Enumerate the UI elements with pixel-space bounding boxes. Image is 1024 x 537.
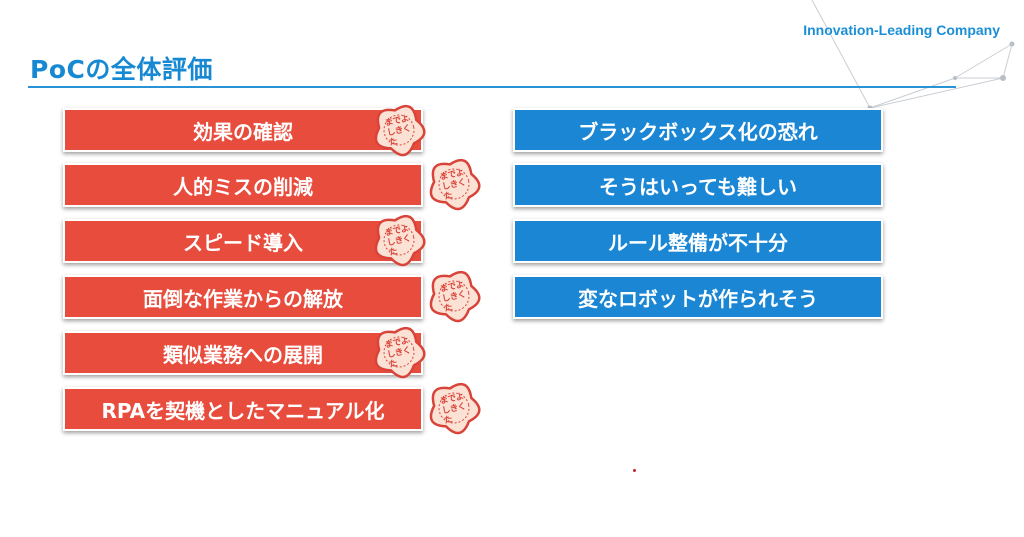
concern-item-difficult: そうはいっても難しい bbox=[513, 163, 883, 207]
concern-item-strange-robots: 変なロボットが作られそう bbox=[513, 275, 883, 319]
well-done-stamp-icon: よくできました bbox=[418, 372, 490, 444]
positive-item-freedom-from-tedious-work: 面倒な作業からの解放 bbox=[63, 275, 423, 319]
positive-item-effect-confirmation: 効果の確認 bbox=[63, 108, 423, 152]
svg-text:き: き bbox=[449, 291, 459, 303]
svg-text:ま: ま bbox=[439, 395, 449, 407]
svg-text:ま: ま bbox=[439, 283, 449, 295]
svg-text:で: で bbox=[447, 169, 458, 181]
svg-text:き: き bbox=[449, 179, 459, 191]
svg-text:た: た bbox=[443, 414, 454, 427]
svg-text:し: し bbox=[441, 293, 451, 305]
company-tagline: Innovation-Leading Company bbox=[803, 22, 1000, 38]
svg-text:よ: よ bbox=[455, 280, 465, 292]
well-done-stamp-icon: よくできました bbox=[418, 148, 490, 220]
svg-text:し: し bbox=[441, 405, 451, 417]
svg-text:く: く bbox=[457, 178, 467, 190]
well-done-stamp-icon: よくできました bbox=[418, 260, 490, 332]
concern-item-black-box: ブラックボックス化の恐れ bbox=[513, 108, 883, 152]
svg-text:よ: よ bbox=[455, 392, 465, 404]
svg-text:で: で bbox=[447, 393, 458, 405]
positive-item-speed-deployment: スピード導入 bbox=[63, 219, 423, 263]
svg-text:よ: よ bbox=[455, 168, 465, 180]
svg-text:ま: ま bbox=[439, 171, 449, 183]
svg-text:た: た bbox=[443, 302, 454, 315]
svg-text:し: し bbox=[441, 181, 451, 193]
concern-item-rules-insufficient: ルール整備が不十分 bbox=[513, 219, 883, 263]
svg-text:く: く bbox=[457, 402, 467, 414]
title-underline bbox=[28, 86, 956, 88]
positive-item-human-error-reduction: 人的ミスの削減 bbox=[63, 163, 423, 207]
svg-text:き: き bbox=[449, 403, 459, 415]
positive-item-similar-task-expansion: 類似業務への展開 bbox=[63, 331, 423, 375]
positive-item-manualization: RPAを契機としたマニュアル化 bbox=[63, 387, 423, 431]
stray-dot bbox=[633, 469, 636, 472]
slide-title: PoCの全体評価 bbox=[30, 55, 213, 84]
svg-text:で: で bbox=[447, 281, 458, 293]
svg-text:く: く bbox=[457, 290, 467, 302]
svg-text:た: た bbox=[443, 190, 454, 203]
